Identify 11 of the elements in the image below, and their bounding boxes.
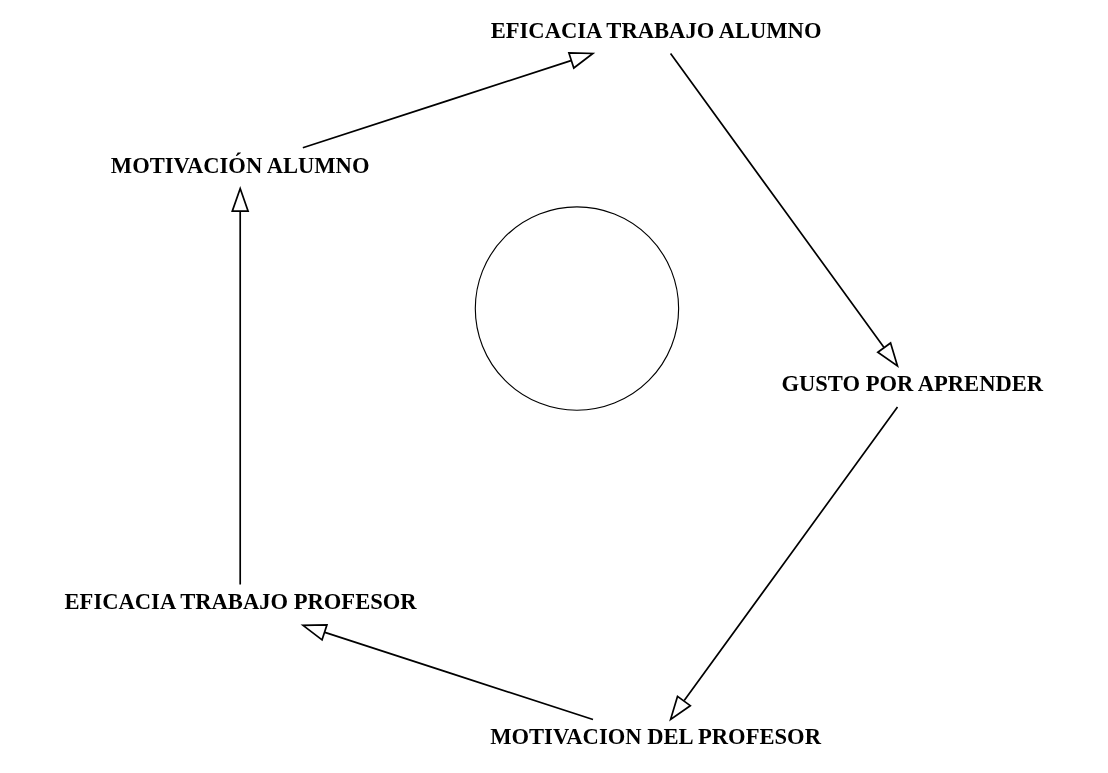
arrow xyxy=(669,52,899,368)
node-text: EFICACIA TRABAJO PROFESOR xyxy=(64,589,417,615)
arrow xyxy=(669,406,899,722)
node-text: MOTIVACIÓN ALUMNO xyxy=(110,152,370,178)
node-text: GUSTO POR APRENDER xyxy=(781,371,1044,397)
node-text: EFICACIA TRABAJO ALUMNO xyxy=(490,17,822,43)
node-circle xyxy=(474,206,680,411)
arrow xyxy=(300,623,594,721)
arrow xyxy=(302,52,596,149)
node-text: MOTIVACION DEL PROFESOR xyxy=(490,724,821,750)
arrow xyxy=(231,185,250,586)
